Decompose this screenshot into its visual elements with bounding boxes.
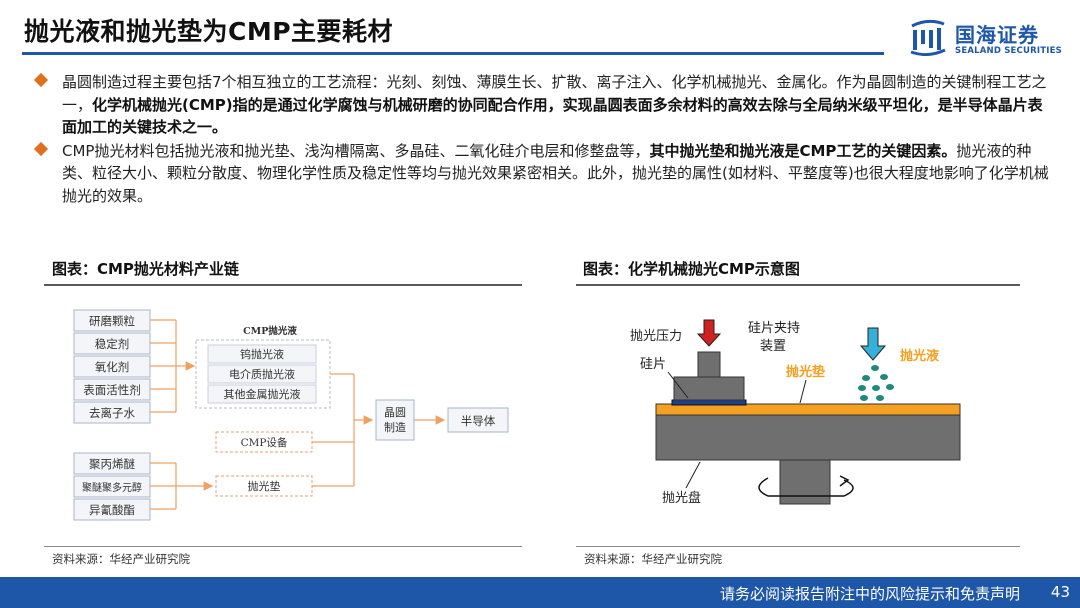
wafer-mfg-label-1: 晶圆 [384, 406, 406, 419]
platen-shape [655, 414, 961, 461]
company-logo: 国海证券 SEALAND SECURITIES [908, 16, 1068, 60]
slurry-drops-icon [858, 365, 894, 401]
slurry-label: 抛光液 [900, 348, 939, 364]
pad-leader-line [799, 379, 807, 404]
title-underline [22, 52, 884, 55]
input-box: 去离子水 [73, 401, 151, 424]
holder-label-2: 装置 [760, 339, 786, 354]
wafer-shape [671, 399, 747, 406]
equipment-box: CMP设备 [215, 431, 313, 453]
input-box: 表面活性剂 [73, 378, 151, 401]
page-number: 43 [1050, 583, 1070, 601]
footer-bar: 请务必阅读报告附注中的风险提示和免责声明 43 [0, 577, 1080, 608]
input-label: 研磨颗粒 [89, 314, 135, 328]
right-title-rule [576, 284, 1020, 286]
polishing-pad-shape [655, 403, 961, 416]
disclaimer-link[interactable]: 请务必阅读报告附注中的风险提示和免责声明 [719, 585, 1020, 603]
wafer-leader-line [667, 371, 689, 399]
semiconductor-box: 半导体 [447, 407, 509, 433]
rotation-arrowhead-icon [839, 475, 850, 487]
bullet-item: 晶圆制造过程主要包括7个相互独立的工艺流程：光刻、刻蚀、薄膜生长、扩散、离子注入… [33, 71, 1052, 139]
rotation-arrow-icon [758, 477, 854, 497]
left-title-rule [44, 284, 522, 286]
slurry-group-title: CMP抛光液 [243, 325, 297, 337]
input-box: 氧化剂 [73, 355, 151, 378]
diamond-bullet-icon [33, 141, 49, 156]
input-label: 表面活性剂 [83, 383, 141, 397]
input-label: 聚醚聚多元醇 [82, 481, 142, 494]
logo-english-name: SEALAND SECURITIES [955, 46, 1062, 56]
right-source-note: 资料来源：华经产业研究院 [584, 552, 722, 566]
platen-label: 抛光盘 [662, 490, 701, 506]
slurry-arrow-icon [859, 327, 887, 361]
input-label: 去离子水 [89, 406, 135, 420]
right-source-rule [576, 546, 1020, 547]
merge-connectors [312, 373, 446, 487]
input-box: 异氰酸酯 [73, 498, 151, 521]
pad-label: 抛光垫 [786, 364, 825, 380]
input-box: 研磨颗粒 [73, 309, 151, 332]
pad-label: 抛光垫 [248, 479, 281, 493]
cmp-schematic-diagram: 抛光压力 硅片 硅片夹持 装置 抛光液 抛光垫 抛光盘 [630, 319, 961, 506]
bullet-text: 晶圆制造过程主要包括7个相互独立的工艺流程：光刻、刻蚀、薄膜生长、扩散、离子注入… [62, 73, 1047, 114]
top-input-connectors [150, 319, 196, 413]
pad-box: 抛光垫 [215, 475, 313, 497]
left-source-rule [44, 546, 522, 547]
page-title: 抛光液和抛光垫为CMP主要耗材 [24, 17, 394, 46]
bullet-bold-text: 化学机械抛光(CMP)指的是通过化学腐蚀与机械研磨的协同配合作用，实现晶圆表面多… [62, 95, 1043, 137]
equipment-label: CMP设备 [241, 436, 288, 449]
input-label: 聚丙烯醚 [89, 457, 135, 471]
wafer-mfg-label-2: 制造 [384, 420, 406, 434]
cmp-material-chain-diagram: 研磨颗粒 稳定剂 氧化剂 表面活性剂 去离子水 CMP抛光液 钨抛光液 电介质抛… [73, 309, 509, 521]
bullet-text: CMP抛光材料包括抛光液和抛光垫、浅沟槽隔离、多晶硅、二氧化硅介电层和修整盘等， [62, 141, 650, 160]
input-box: 聚醚聚多元醇 [73, 475, 151, 498]
slurry-item-label: 钨抛光液 [240, 347, 284, 361]
slurry-item-label: 电介质抛光液 [229, 367, 295, 381]
pressure-arrow-icon [696, 319, 722, 347]
bullet-list: 晶圆制造过程主要包括7个相互独立的工艺流程：光刻、刻蚀、薄膜生长、扩散、离子注入… [33, 71, 1052, 208]
slurry-item-box: 电介质抛光液 [207, 364, 317, 384]
bullet-bold-text: 其中抛光垫和抛光液是CMP工艺的关键因素。 [649, 141, 957, 160]
input-label: 稳定剂 [95, 337, 130, 351]
left-chart-title: 图表：CMP抛光材料产业链 [52, 260, 239, 278]
wafer-label: 硅片 [640, 357, 666, 372]
slurry-item-label: 其他金属抛光液 [224, 387, 301, 401]
pressure-label: 抛光压力 [630, 329, 682, 344]
right-chart-title: 图表：化学机械抛光CMP示意图 [583, 260, 800, 278]
bottom-input-connectors [150, 462, 214, 510]
logo-chinese-name: 国海证券 [955, 23, 1039, 47]
input-label: 氧化剂 [95, 360, 130, 374]
holder-label-1: 硅片夹持 [748, 321, 800, 336]
input-label: 异氰酸酯 [89, 503, 135, 517]
wafer-holder-shape [673, 376, 745, 401]
holder-shaft-shape [697, 351, 721, 378]
left-source-note: 资料来源：华经产业研究院 [52, 552, 190, 566]
slurry-item-box: 钨抛光液 [207, 344, 317, 364]
bullet-text: 抛光液的种类、粒径大小、颗粒分散度、物理化学性质及稳定性等均与抛光效果紧密相关。… [62, 141, 1049, 205]
slurry-item-box: 其他金属抛光液 [207, 384, 317, 404]
sealand-logo-icon [910, 19, 946, 56]
bullet-item: CMP抛光材料包括抛光液和抛光垫、浅沟槽隔离、多晶硅、二氧化硅介电层和修整盘等，… [33, 140, 1052, 208]
platen-shaft-shape [779, 459, 831, 505]
platen-leader-line [685, 461, 701, 489]
input-box: 聚丙烯醚 [73, 452, 151, 475]
diamond-bullet-icon [33, 72, 49, 88]
input-box: 稳定剂 [73, 332, 151, 355]
semiconductor-label: 半导体 [461, 414, 496, 428]
wafer-mfg-box: 晶圆 制造 [375, 399, 415, 441]
